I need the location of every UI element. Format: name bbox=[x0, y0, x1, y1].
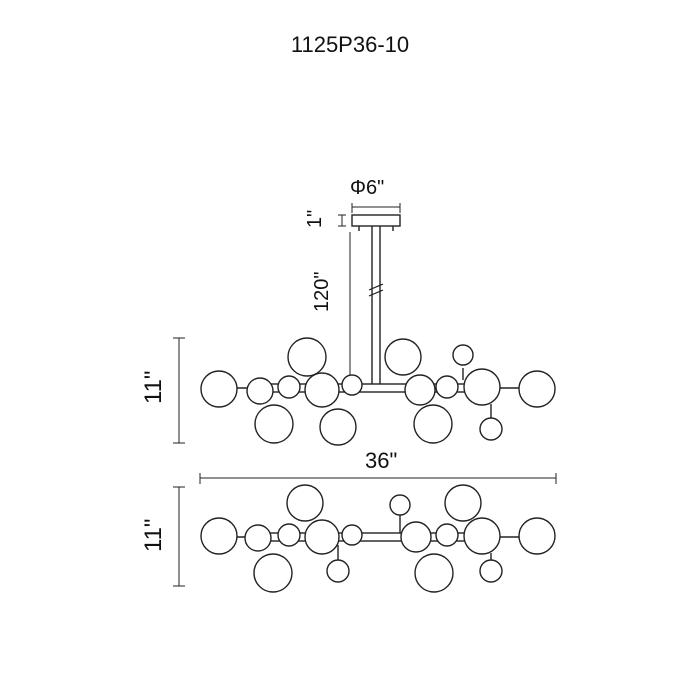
fixture-side-view bbox=[173, 484, 556, 593]
width-dimension bbox=[199, 473, 557, 484]
bottom-globe-9 bbox=[389, 494, 411, 516]
canopy bbox=[351, 214, 401, 227]
rod-group bbox=[349, 226, 384, 388]
bottom-globe-4 bbox=[286, 484, 324, 522]
top-globe-12 bbox=[452, 344, 474, 366]
bottom-globe-15 bbox=[479, 559, 503, 583]
top-globe-1 bbox=[200, 370, 238, 408]
model-number-title: 1125P36-10 bbox=[290, 32, 410, 57]
bottom-globe-11 bbox=[435, 523, 459, 547]
fixture-top-view bbox=[173, 337, 556, 446]
top-globe-9 bbox=[384, 338, 422, 376]
bottom-globe-12 bbox=[444, 484, 482, 522]
bottom-globe-16 bbox=[518, 517, 556, 555]
top-globe-2 bbox=[246, 377, 274, 405]
bottom-globe-1 bbox=[200, 517, 238, 555]
top-globe-13 bbox=[413, 404, 453, 444]
top-globe-10 bbox=[404, 374, 436, 406]
bottom-globe-2 bbox=[244, 524, 272, 552]
top-globe-11 bbox=[435, 375, 459, 399]
fixture-height-bottom-label: 11" bbox=[140, 518, 167, 552]
bottom-globe-10 bbox=[400, 521, 432, 553]
top-globe-7 bbox=[319, 408, 357, 446]
top-globe-15 bbox=[479, 417, 503, 441]
canopy-group bbox=[338, 203, 401, 231]
bottom-globe-5 bbox=[304, 519, 340, 555]
fixture-height-top-label: 11" bbox=[140, 370, 167, 404]
canopy-diameter-label: Φ6" bbox=[350, 177, 385, 199]
fixture-width-label: 36" bbox=[365, 448, 398, 473]
rod-break bbox=[368, 283, 384, 297]
bottom-globe-7 bbox=[326, 559, 350, 583]
bottom-globe-3 bbox=[277, 523, 301, 547]
canopy-height-label: 1" bbox=[304, 209, 326, 228]
top-globe-6 bbox=[254, 404, 294, 444]
top-globe-16 bbox=[518, 370, 556, 408]
rod-length-label: 120" bbox=[311, 271, 333, 312]
bottom-globe-8 bbox=[341, 524, 363, 546]
top-globe-5 bbox=[304, 372, 340, 408]
bottom-globe-14 bbox=[463, 517, 501, 555]
bottom-globe-6 bbox=[253, 553, 293, 593]
bottom-globe-13 bbox=[414, 553, 454, 593]
top-globe-4 bbox=[287, 337, 327, 377]
top-globe-3 bbox=[277, 375, 301, 399]
top-globe-8 bbox=[341, 374, 363, 396]
top-globe-14 bbox=[463, 368, 501, 406]
